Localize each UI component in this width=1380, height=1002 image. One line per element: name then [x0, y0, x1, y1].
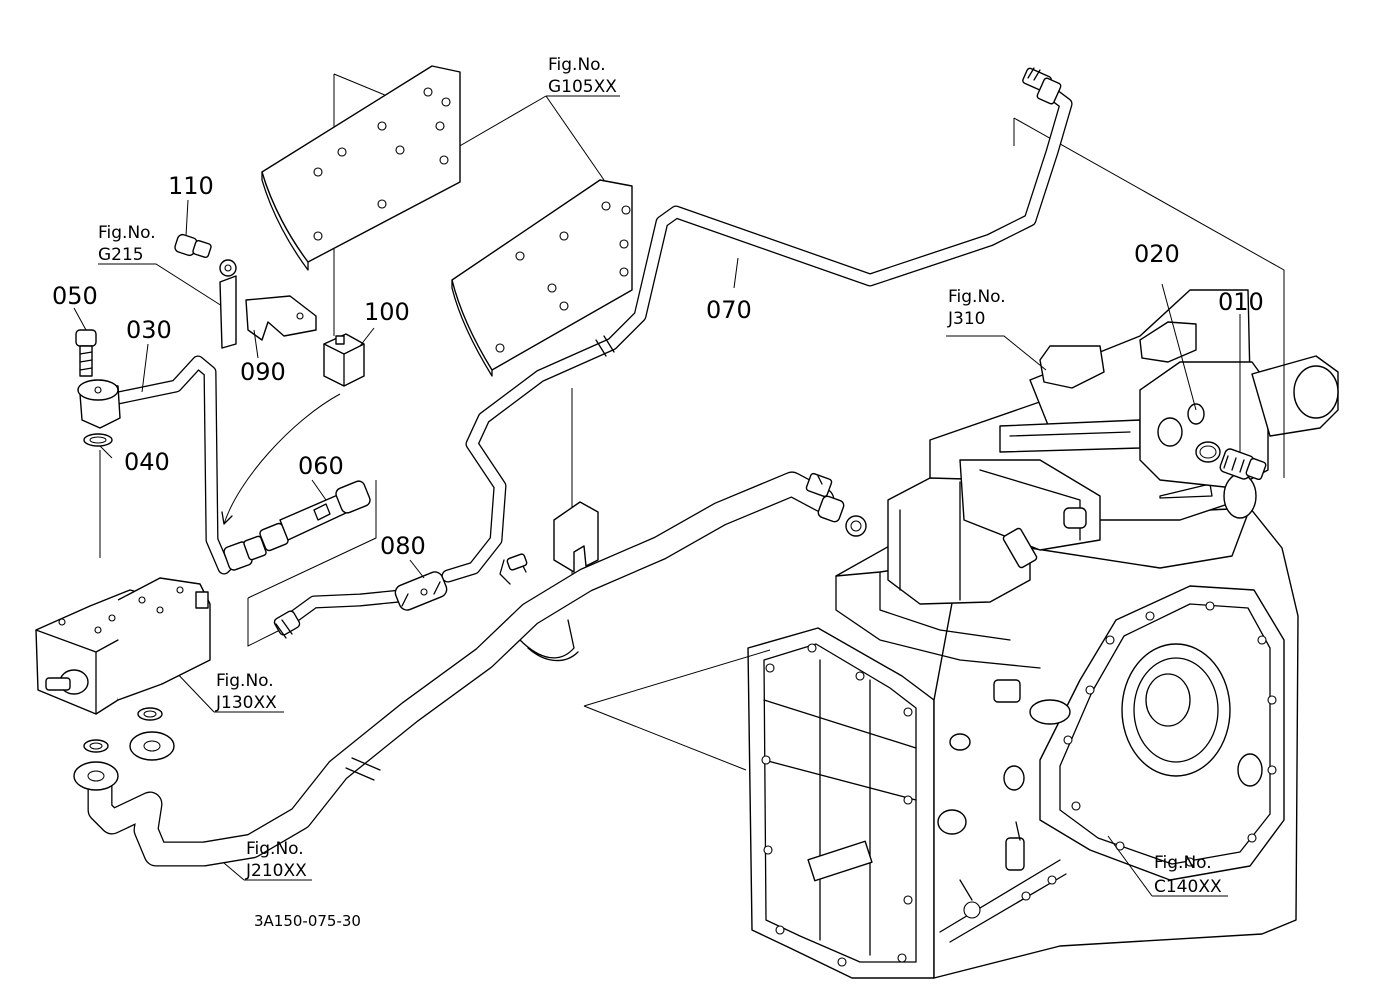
hose-080 [273, 571, 448, 639]
pipe-030 [111, 355, 267, 575]
fitting-010 [1219, 448, 1267, 481]
hose-j210 [73, 471, 867, 867]
hose-080-fitting [273, 610, 301, 639]
bolt-110 [174, 233, 237, 277]
rubber-band-strip [519, 619, 579, 662]
part-label-030: 030 [126, 316, 172, 344]
hose-orings [83, 707, 163, 753]
part-label-110: 110 [168, 172, 214, 200]
fig-ref-g105-code: G105XX [548, 77, 617, 97]
fig-ref-g215-prefix: Fig.No. [98, 223, 156, 243]
part-label-040: 040 [124, 448, 170, 476]
part-label-070: 070 [706, 296, 752, 324]
hydraulic-pump [35, 577, 211, 715]
part-label-060: 060 [298, 452, 344, 480]
part-label-100: 100 [364, 298, 410, 326]
hose-j210-fitting [805, 472, 867, 537]
grommet-100 [323, 333, 365, 387]
fig-ref-j310-code: J310 [947, 309, 985, 329]
pipe-070-fitting [1022, 67, 1062, 105]
document-code: 3A150-075-30 [254, 912, 361, 930]
bracket-090 [245, 295, 317, 341]
oring-040 [83, 433, 113, 447]
part-label-090: 090 [240, 358, 286, 386]
oring-020 [1187, 403, 1221, 463]
fig-ref-c140-code: C140XX [1154, 877, 1222, 897]
transmission-housing [747, 289, 1339, 979]
sleeve-060 [259, 480, 371, 552]
bracket-plate-lower [451, 179, 633, 377]
fig-ref-c140-prefix: Fig.No. [1154, 853, 1212, 873]
wire-connector [499, 553, 528, 585]
fig-ref-j210-code: J210XX [245, 861, 307, 881]
part-number-labels: 020 010 030 040 050 060 070 080 090 100 … [52, 172, 1264, 560]
clamp-plate [553, 501, 599, 573]
part-label-010: 010 [1218, 288, 1264, 316]
leader-lines [98, 73, 1285, 897]
fig-ref-j130-code: J130XX [215, 693, 277, 713]
fig-ref-g215-code: G215 [98, 245, 144, 265]
flange-bolt-holes [1063, 601, 1277, 867]
part-leader-ticks [73, 199, 739, 579]
clip-g215 [219, 275, 237, 349]
fig-ref-g105-prefix: Fig.No. [548, 55, 606, 75]
pipe-070 [441, 67, 1073, 583]
fig-ref-j310-prefix: Fig.No. [948, 287, 1006, 307]
bracket-plate-upper [261, 65, 461, 271]
fig-ref-j130-prefix: Fig.No. [216, 671, 274, 691]
part-label-080: 080 [380, 532, 426, 560]
frame-bolt-holes [761, 643, 913, 967]
hose-flanges [73, 731, 175, 791]
pipe-030-fitting [223, 535, 267, 571]
part-label-050: 050 [52, 282, 98, 310]
swivel-block [77, 379, 121, 429]
figure-reference-labels: Fig.No. G105XX Fig.No. G215 Fig.No. J310… [98, 55, 1222, 897]
fig-ref-j210-prefix: Fig.No. [246, 839, 304, 859]
bolt-050 [75, 329, 97, 377]
part-label-020: 020 [1134, 240, 1180, 268]
